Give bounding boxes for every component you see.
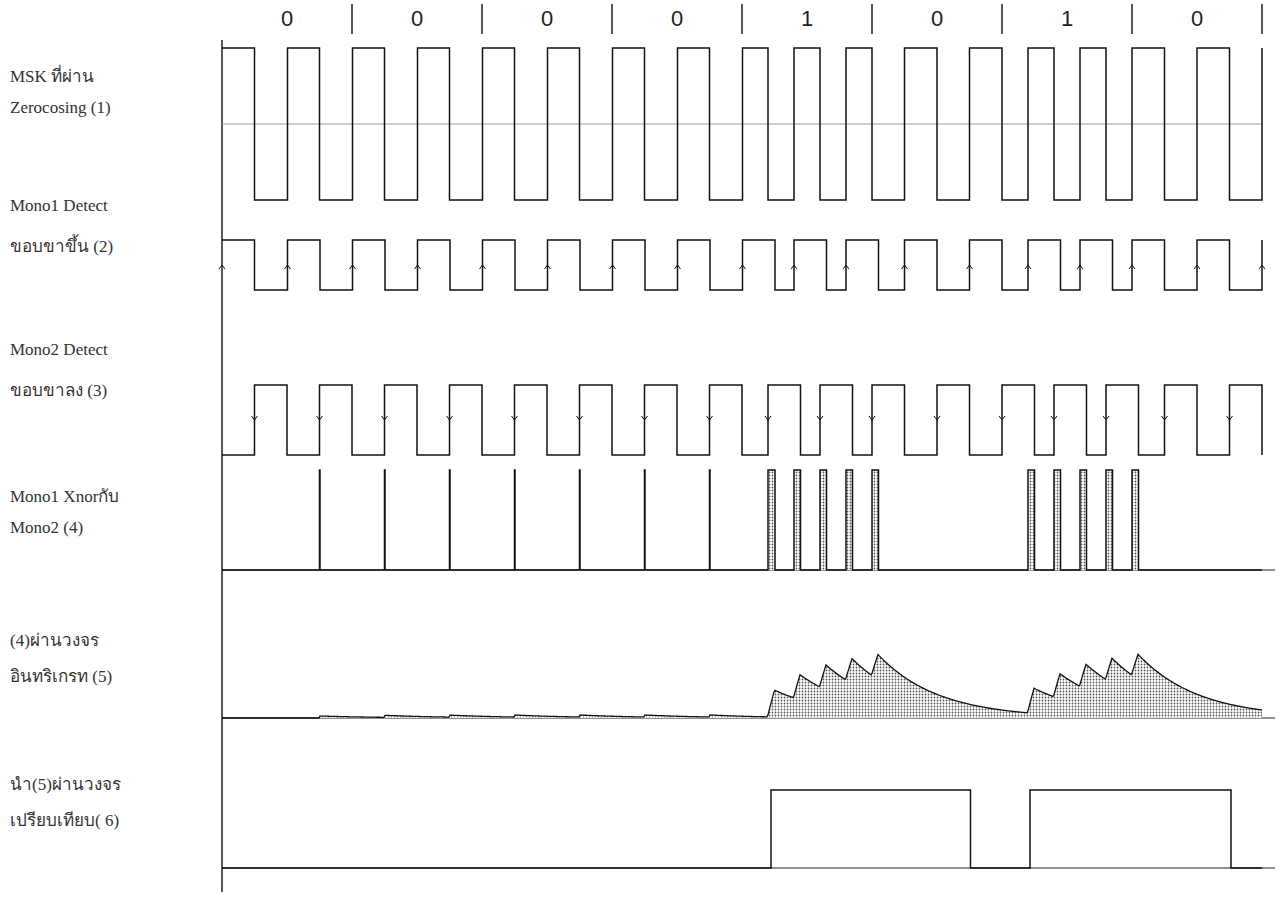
bit-value-text: 1 <box>1061 6 1073 31</box>
signal-name: อินทริเกรท (5) <box>10 662 112 689</box>
rising-edge-mark <box>545 265 551 269</box>
integrator-wave <box>222 654 1262 718</box>
msk-square-wave <box>222 48 1262 200</box>
bit-value: 0 <box>541 6 553 32</box>
bit-value-text: 0 <box>671 6 683 31</box>
bit-divider <box>871 4 873 34</box>
falling-edge-mark <box>1162 416 1168 420</box>
falling-edge-mark <box>1103 416 1109 420</box>
rising-edge-mark <box>219 265 225 269</box>
bit-value-text: 0 <box>931 6 943 31</box>
bit-divider <box>351 4 353 34</box>
bit-value: 1 <box>1061 6 1073 32</box>
rising-edge-mark <box>902 265 908 269</box>
rising-edge-mark <box>1194 265 1200 269</box>
bit-divider <box>611 4 613 34</box>
signal-name: Mono1 Detect <box>10 196 108 216</box>
signal-name-text: ขอบขาขึ้น (2) <box>10 237 113 256</box>
comparator-output <box>222 790 1262 868</box>
falling-edge-mark <box>642 416 648 420</box>
xnor-pulses <box>222 470 1262 570</box>
rising-edge-mark <box>843 265 849 269</box>
mono1-wave <box>222 240 1262 290</box>
signal-name-text: นำ(5)ผ่านวงจร <box>10 775 121 794</box>
signal-name: Mono2 (4) <box>10 518 83 538</box>
rising-edge-mark <box>967 265 973 269</box>
bit-value: 0 <box>931 6 943 32</box>
signal-name: Mono1 Xnorกับ <box>10 482 119 509</box>
signal-name: เปรียบเทียบ( 6) <box>10 806 119 833</box>
bit-divider <box>1131 4 1133 34</box>
falling-edge-mark <box>1227 416 1233 420</box>
rising-edge-mark <box>740 265 746 269</box>
rising-edge-mark <box>480 265 486 269</box>
falling-edge-mark <box>934 416 940 420</box>
falling-edge-mark <box>577 416 583 420</box>
signal-name: MSK ที่ผ่าน <box>10 62 94 89</box>
signal-name-text: Zerocosing (1) <box>10 98 111 117</box>
rising-edge-mark <box>1129 265 1135 269</box>
signal-name-text: ขอบขาลง (3) <box>10 381 107 400</box>
bit-value: 0 <box>411 6 423 32</box>
bit-value: 0 <box>1191 6 1203 32</box>
falling-edge-mark <box>817 416 823 420</box>
rising-edge-mark <box>1077 265 1083 269</box>
bit-value-text: 0 <box>411 6 423 31</box>
signal-name-text: Mono2 Detect <box>10 340 108 359</box>
rising-edge-mark <box>1259 265 1265 269</box>
rising-edge-mark <box>791 265 797 269</box>
signal-name-text: (4)ผ่านวงจร <box>10 631 99 650</box>
signal-name-text: Mono1 Detect <box>10 196 108 215</box>
signal-name: Zerocosing (1) <box>10 98 111 118</box>
bit-divider <box>1001 4 1003 34</box>
bit-value: 1 <box>801 6 813 32</box>
signal-name-text: Mono2 (4) <box>10 518 83 537</box>
bit-divider <box>481 4 483 34</box>
rising-edge-mark <box>415 265 421 269</box>
bit-divider <box>741 4 743 34</box>
signal-name-text: MSK ที่ผ่าน <box>10 67 94 86</box>
rising-edge-mark <box>350 265 356 269</box>
falling-edge-mark <box>382 416 388 420</box>
falling-edge-mark <box>1051 416 1057 420</box>
falling-edge-mark <box>869 416 875 420</box>
rising-edge-mark <box>285 265 291 269</box>
left-border <box>221 40 223 892</box>
bit-value-text: 0 <box>1191 6 1203 31</box>
signal-name: ขอบขาขึ้น (2) <box>10 232 113 259</box>
signal-name: นำ(5)ผ่านวงจร <box>10 770 121 797</box>
signal-name-text: Mono1 Xnorกับ <box>10 487 119 506</box>
signal-name: ขอบขาลง (3) <box>10 376 107 403</box>
falling-edge-mark <box>252 416 258 420</box>
falling-edge-mark <box>999 416 1005 420</box>
mono2-wave <box>222 385 1262 455</box>
falling-edge-mark <box>707 416 713 420</box>
signal-name-text: เปรียบเทียบ( 6) <box>10 811 119 830</box>
falling-edge-mark <box>447 416 453 420</box>
signal-name: (4)ผ่านวงจร <box>10 626 99 653</box>
bit-value-text: 0 <box>541 6 553 31</box>
rising-edge-mark <box>610 265 616 269</box>
falling-edge-mark <box>512 416 518 420</box>
falling-edge-mark <box>765 416 771 420</box>
integrator-fill <box>222 654 1262 718</box>
falling-edge-mark <box>317 416 323 420</box>
signal-name: Mono2 Detect <box>10 340 108 360</box>
bit-value: 0 <box>671 6 683 32</box>
xnor-pulses-fill <box>222 470 1262 570</box>
bit-divider <box>1261 4 1263 34</box>
bit-value: 0 <box>281 6 293 32</box>
bit-value-text: 0 <box>281 6 293 31</box>
rising-edge-mark <box>1025 265 1031 269</box>
bit-value-text: 1 <box>801 6 813 31</box>
rising-edge-mark <box>675 265 681 269</box>
signal-name-text: อินทริเกรท (5) <box>10 667 112 686</box>
